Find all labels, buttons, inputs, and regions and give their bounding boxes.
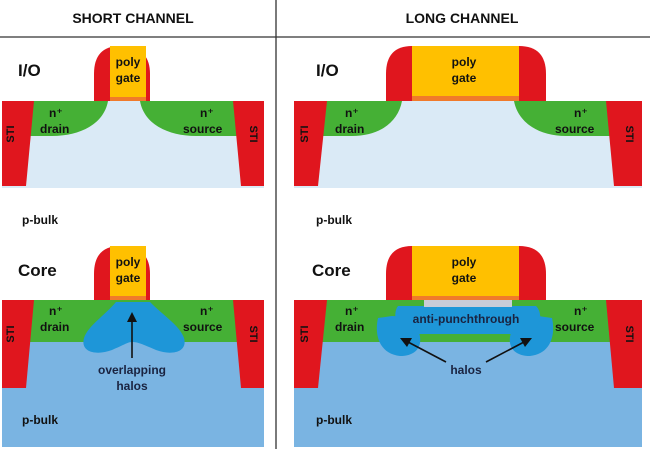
source-label: source — [183, 320, 223, 334]
n-plus-label: n⁺ — [49, 106, 63, 120]
poly-gate — [110, 46, 146, 101]
poly-gate — [412, 246, 519, 300]
sti-left — [294, 300, 327, 388]
long-channel-title: LONG CHANNEL — [406, 10, 519, 26]
halo-arrow-right — [485, 341, 525, 363]
gate-label: gate — [116, 271, 141, 285]
n-plus-label: n⁺ — [574, 106, 588, 120]
poly-gate — [110, 246, 146, 300]
io-short-channel-device: poly gate n⁺ drain n⁺ source STI STI p-b… — [2, 46, 264, 227]
sti-right — [233, 101, 264, 186]
n-plus-label: n⁺ — [345, 106, 359, 120]
drain-label: drain — [335, 320, 364, 334]
gate-oxide — [412, 96, 519, 101]
n-plus-label: n⁺ — [574, 304, 588, 318]
source-label: source — [555, 122, 595, 136]
halo-arrowhead-left — [400, 338, 412, 347]
drain-label: drain — [335, 122, 364, 136]
sti-right — [606, 101, 642, 186]
halo-arrow-left — [407, 341, 447, 363]
drain-label: drain — [40, 122, 69, 136]
anti-punchthrough-region — [395, 306, 541, 334]
gate-label: gate — [452, 71, 477, 85]
drain-label: drain — [40, 320, 69, 334]
row-label-io: I/O — [316, 61, 339, 80]
poly-label: poly — [452, 255, 477, 269]
gate-oxide — [110, 97, 146, 101]
p-bulk-label: p-bulk — [22, 213, 58, 227]
n-plus-label: n⁺ — [200, 106, 214, 120]
sti-left — [2, 101, 34, 186]
n-plus-label: n⁺ — [200, 304, 214, 318]
halo-arrowhead — [127, 312, 137, 322]
sti-label: STI — [247, 325, 259, 342]
n-plus-label: n⁺ — [345, 304, 359, 318]
sti-label: STI — [623, 125, 635, 142]
sti-right — [233, 300, 264, 388]
gate-oxide — [110, 296, 146, 300]
core-short-channel-device: poly gate n⁺ drain n⁺ source STI STI ove… — [2, 246, 264, 447]
source-region — [140, 101, 264, 136]
gate-label: gate — [116, 71, 141, 85]
gate-oxide — [412, 296, 519, 300]
halo-arrowhead-right — [520, 338, 532, 347]
row-label-core: Core — [18, 261, 57, 280]
sti-right — [606, 300, 642, 388]
short-channel-title: SHORT CHANNEL — [72, 10, 194, 26]
core-long-channel-device: poly gate n⁺ drain n⁺ source anti-puncht… — [294, 246, 642, 447]
drain-region — [294, 101, 402, 136]
sti-label: STI — [5, 125, 17, 142]
anti-punchthrough-label: anti-punchthrough — [413, 312, 520, 326]
poly-gate — [412, 46, 519, 101]
sti-label: STI — [623, 325, 635, 342]
halos-label: halos — [450, 363, 482, 377]
halos-label: halos — [116, 379, 148, 393]
sti-label: STI — [5, 325, 17, 342]
sti-label: STI — [299, 125, 311, 142]
n-plus-label: n⁺ — [49, 304, 63, 318]
poly-label: poly — [452, 55, 477, 69]
poly-label: poly — [116, 55, 141, 69]
source-label: source — [555, 320, 595, 334]
poly-label: poly — [116, 255, 141, 269]
p-bulk-label: p-bulk — [316, 413, 352, 427]
source-label: source — [183, 122, 223, 136]
row-label-io: I/O — [18, 61, 41, 80]
io-long-channel-device: poly gate n⁺ drain n⁺ source STI STI p-b… — [294, 46, 642, 227]
sti-label: STI — [299, 325, 311, 342]
gate-label: gate — [452, 271, 477, 285]
sti-label: STI — [247, 125, 259, 142]
overlapping-halos-region — [83, 302, 185, 353]
sti-left — [2, 300, 34, 388]
channel-surface — [424, 300, 512, 307]
p-bulk-label: p-bulk — [316, 213, 352, 227]
overlapping-label: overlapping — [98, 363, 166, 377]
row-label-core: Core — [312, 261, 351, 280]
sti-left — [294, 101, 327, 186]
p-bulk-label: p-bulk — [22, 413, 58, 427]
